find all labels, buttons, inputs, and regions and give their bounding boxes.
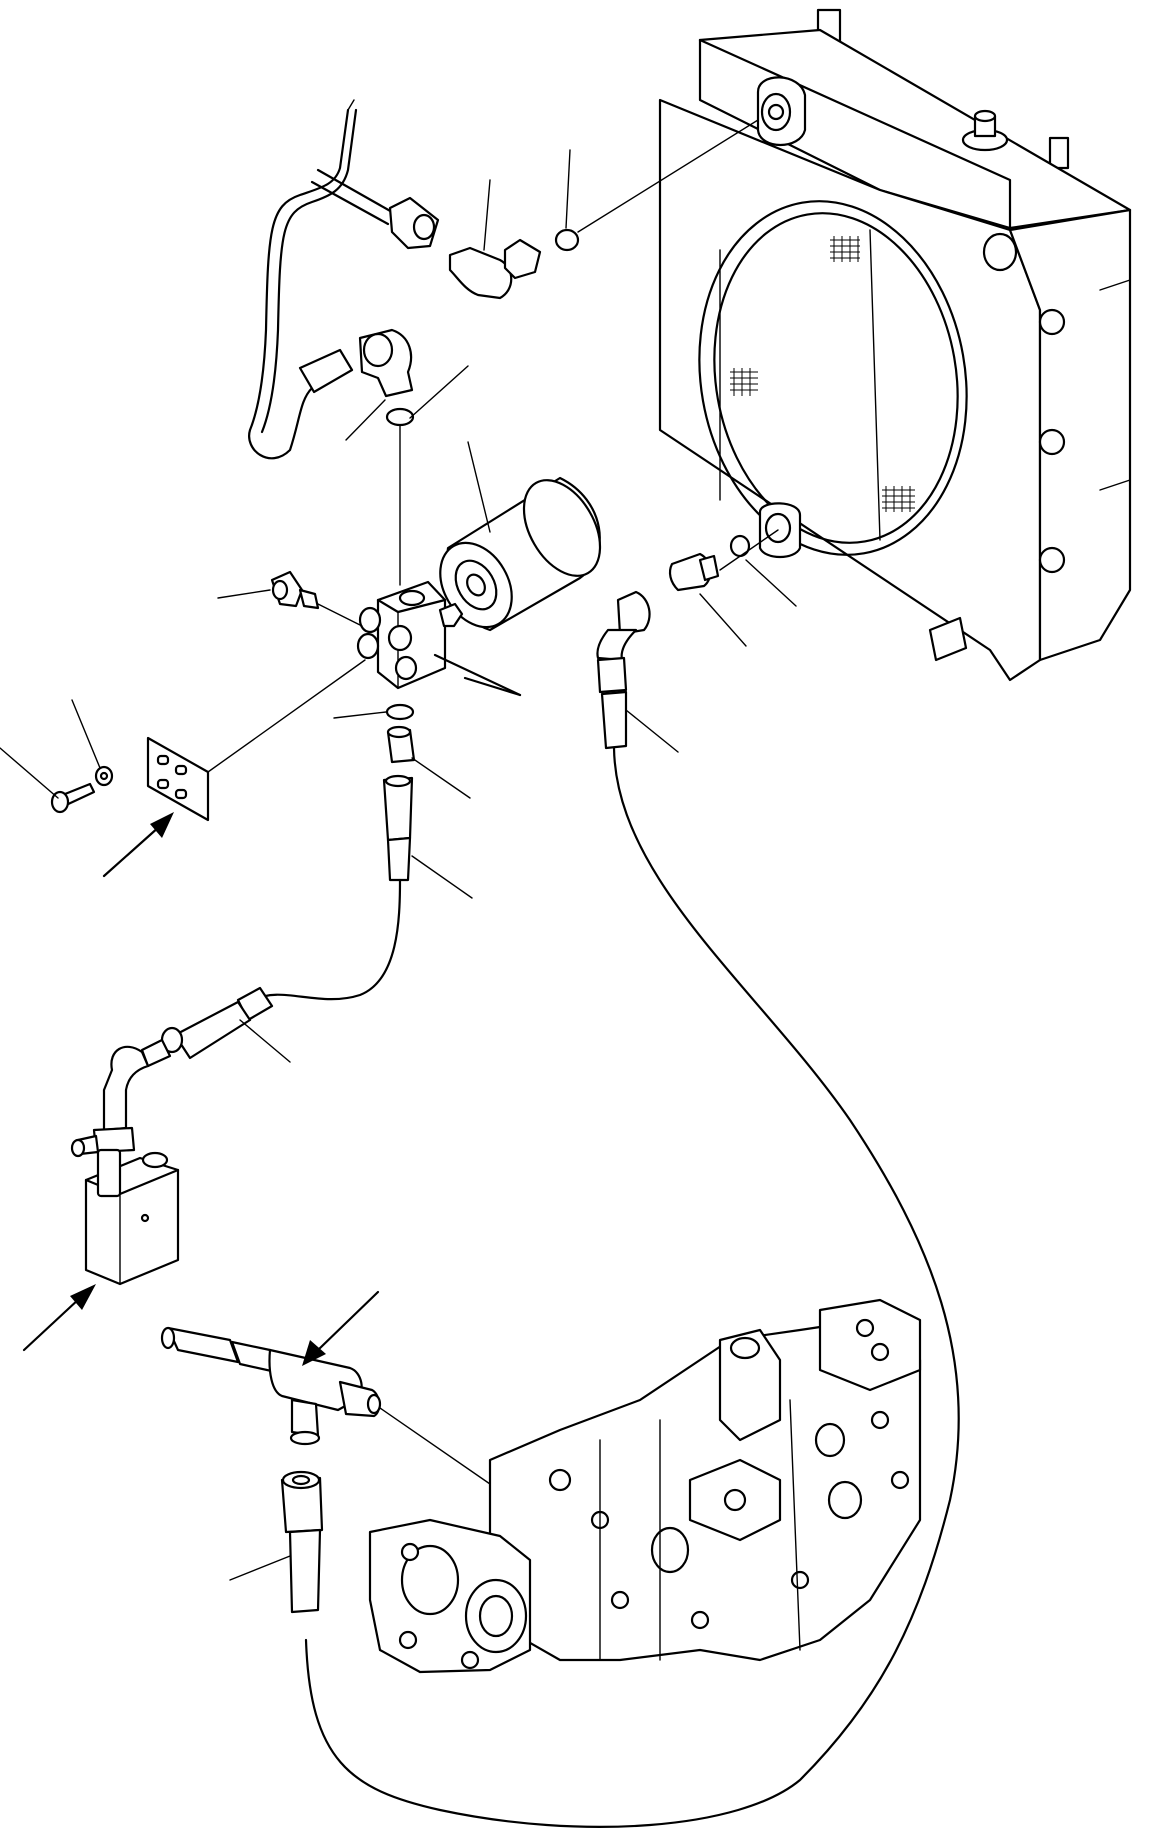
tube bbox=[140, 986, 274, 1068]
valve-block bbox=[84, 1148, 180, 1286]
o-ring bbox=[385, 703, 415, 721]
o-ring bbox=[385, 407, 415, 427]
washer bbox=[94, 765, 114, 787]
tube bbox=[248, 108, 394, 460]
radiator bbox=[658, 8, 1132, 682]
o-ring bbox=[554, 228, 580, 252]
elbow-fitting bbox=[448, 238, 542, 300]
o-ring bbox=[729, 534, 751, 558]
arrow-icon bbox=[22, 1284, 96, 1352]
hose bbox=[253, 774, 414, 1002]
tee-fitting bbox=[160, 1326, 382, 1446]
hose bbox=[280, 1470, 324, 1614]
filter-head bbox=[356, 580, 464, 690]
hydraulic-pump bbox=[368, 1298, 922, 1674]
arrow-icon bbox=[302, 1290, 380, 1366]
leader-lines bbox=[0, 99, 797, 1581]
arrow-icon bbox=[102, 812, 174, 878]
hose bbox=[304, 552, 960, 1828]
tube-nut bbox=[388, 196, 440, 250]
elbow-fitting bbox=[386, 725, 416, 764]
oil-filter bbox=[439, 476, 602, 632]
pressure-switch bbox=[270, 570, 320, 610]
elbow-fitting bbox=[298, 328, 414, 398]
bracket bbox=[146, 736, 210, 822]
elbow-fitting bbox=[70, 1045, 150, 1158]
